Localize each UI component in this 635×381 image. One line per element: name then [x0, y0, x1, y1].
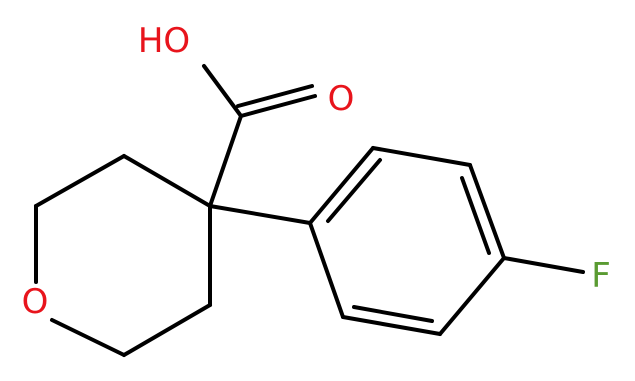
ring-oxygen-label: O — [22, 282, 49, 322]
bond-aryl-4 — [438, 256, 506, 336]
bond-aryl-6 — [308, 221, 345, 319]
bond-c-o-double-2 — [236, 84, 314, 108]
bond-aryl-inner-2 — [460, 176, 491, 255]
bond-quaternary-aryl — [208, 204, 312, 225]
bond-aryl-3 — [468, 163, 506, 260]
bond-aryl-1 — [308, 146, 375, 225]
bond-aryl-2 — [371, 146, 472, 167]
bond-c-oh — [202, 64, 243, 118]
bond-c-o-double-1 — [239, 94, 317, 118]
bond-ring-c3-c2 — [34, 154, 126, 208]
bond-ring-o-c6 — [50, 318, 126, 357]
bond-quaternary-carboxyl — [208, 114, 243, 208]
bond-aryl-f — [502, 256, 585, 274]
bond-aryl-inner-1 — [326, 158, 382, 223]
bond-aryl-5 — [341, 315, 442, 336]
carbonyl-oxygen-label: O — [328, 79, 355, 119]
bond-ring-c4-c3 — [122, 154, 212, 208]
fluorine-label: F — [591, 256, 611, 296]
bond-ring-c6-c5 — [122, 303, 212, 357]
hydroxyl-label: HO — [138, 21, 190, 61]
bond-aryl-inner-3 — [352, 305, 434, 323]
